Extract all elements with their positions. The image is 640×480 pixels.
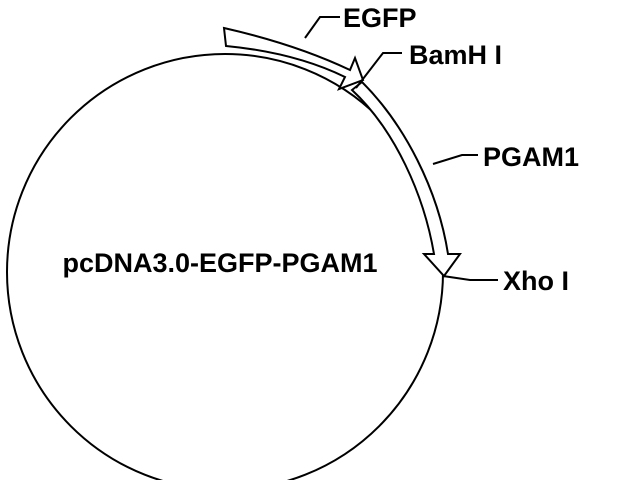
pgam1-label: PGAM1 [483,142,579,172]
egfp-feature-arrow [222,26,365,91]
egfp-label: EGFP [343,3,417,33]
egfp-leader-line [304,16,340,39]
xho-i-label: Xho I [503,266,569,296]
pgam1-leader-line [432,154,478,165]
plasmid-name-label: pcDNA3.0-EGFP-PGAM1 [62,248,377,278]
bamh-i-leader-line [355,52,402,89]
xho-i-leader-line [442,275,498,281]
bamh-i-label: BamH I [409,40,502,70]
pgam1-feature-arrow [350,80,462,278]
